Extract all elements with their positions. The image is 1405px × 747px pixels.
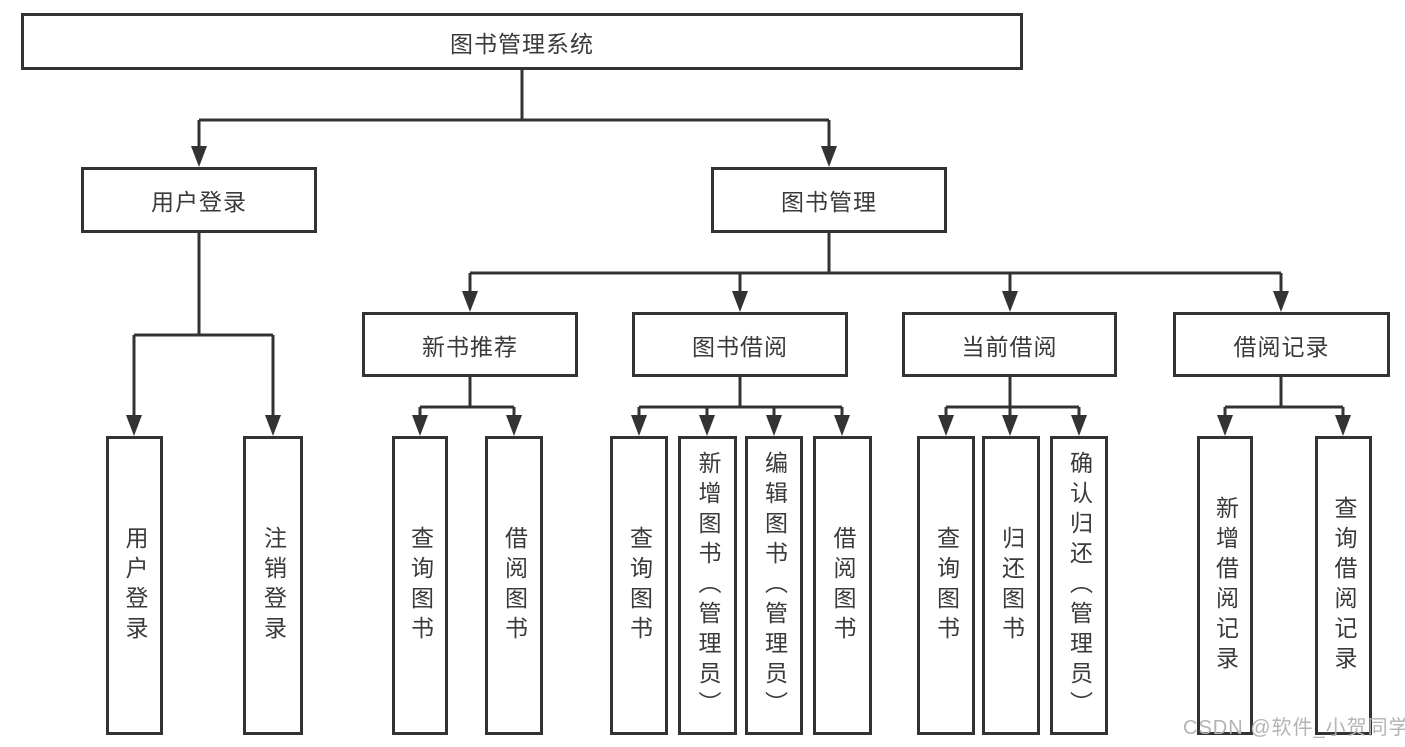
csdn-watermark: CSDN @软件_小贺同学 (1183, 717, 1405, 739)
arrowhead-icon (1217, 415, 1233, 436)
branch-node-label: 借阅记录 (1233, 333, 1330, 360)
arrowhead-icon (766, 415, 782, 436)
arrowhead-icon (1335, 415, 1351, 436)
branch-node-label: 图书管理 (781, 189, 877, 215)
leaf-node-label: 编辑图书（管理员） (761, 450, 788, 721)
arrowhead-icon (834, 415, 850, 436)
leaf-node-query-books-recommend: 查询图书 (392, 436, 448, 735)
leaf-node-logout: 注销登录 (243, 436, 303, 735)
leaf-node-label: 注销登录 (260, 525, 287, 646)
arrowhead-icon (265, 415, 281, 436)
root-node-label: 图书管理系统 (450, 30, 594, 57)
arrowhead-icon (1002, 291, 1018, 312)
leaf-node-label: 借阅图书 (830, 525, 856, 646)
arrowhead-icon (462, 291, 478, 312)
leaf-node-label: 查询图书 (933, 525, 960, 646)
arrowhead-icon (506, 415, 522, 436)
leaf-node-borrow-books-recommend: 借阅图书 (485, 436, 543, 735)
arrowhead-icon (1071, 415, 1087, 436)
leaf-node-confirm-return-admin: 确认归还（管理员） (1050, 436, 1108, 735)
leaf-node-user-login: 用户登录 (106, 436, 163, 735)
leaf-node-query-books-borrow: 查询图书 (610, 436, 668, 735)
leaf-node-return-books: 归还图书 (982, 436, 1040, 735)
branch-node-label: 当前借阅 (961, 333, 1058, 360)
branch-node-label: 图书借阅 (692, 333, 788, 360)
branch-node-label: 新书推荐 (422, 333, 518, 360)
arrowhead-icon (1002, 415, 1018, 436)
leaf-node-label: 查询借阅记录 (1331, 495, 1357, 676)
leaf-node-label: 确认归还（管理员） (1066, 450, 1093, 721)
arrowhead-icon (938, 415, 954, 436)
leaf-node-query-borrow-record: 查询借阅记录 (1315, 436, 1372, 735)
branch-node-user-login: 用户登录 (81, 167, 317, 233)
leaf-node-edit-books-admin: 编辑图书（管理员） (745, 436, 803, 735)
branch-node-new-book-recommend: 新书推荐 (362, 312, 578, 377)
arrowhead-icon (412, 415, 428, 436)
arrowhead-icon (1273, 291, 1289, 312)
leaf-node-label: 查询图书 (407, 525, 434, 646)
arrowhead-icon (631, 415, 647, 436)
leaf-node-label: 用户登录 (122, 525, 148, 646)
leaf-node-add-borrow-record: 新增借阅记录 (1197, 436, 1253, 735)
leaf-node-add-books-admin: 新增图书（管理员） (678, 436, 737, 735)
branch-node-current-borrow: 当前借阅 (902, 312, 1117, 377)
branch-node-label: 用户登录 (151, 189, 247, 215)
leaf-node-borrow-books: 借阅图书 (813, 436, 872, 735)
arrowhead-icon (699, 415, 715, 436)
root-node-library-system: 图书管理系统 (21, 13, 1023, 70)
arrowhead-icon (732, 291, 748, 312)
leaf-node-label: 新增借阅记录 (1212, 495, 1239, 676)
branch-node-borrow-records: 借阅记录 (1173, 312, 1390, 377)
branch-node-book-borrow: 图书借阅 (632, 312, 848, 377)
arrowhead-icon (126, 415, 142, 436)
arrowhead-icon (191, 146, 207, 167)
branch-node-book-management: 图书管理 (711, 167, 947, 233)
leaf-node-label: 查询图书 (626, 525, 653, 646)
leaf-node-label: 借阅图书 (501, 525, 528, 646)
leaf-node-label: 归还图书 (998, 525, 1025, 646)
leaf-node-query-books-current: 查询图书 (917, 436, 975, 735)
arrowhead-icon (821, 146, 837, 167)
leaf-node-label: 新增图书（管理员） (695, 450, 721, 721)
